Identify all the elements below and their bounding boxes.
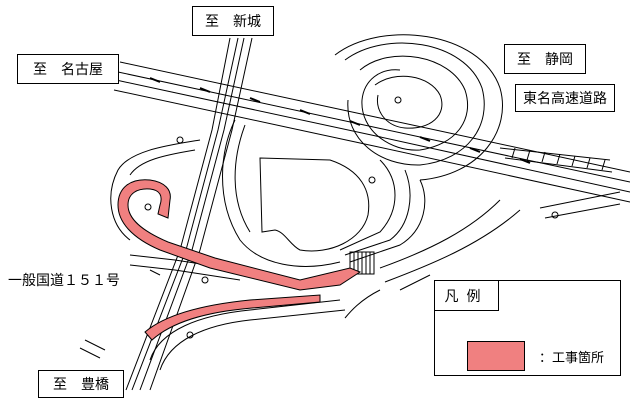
- station-markers: [144, 96, 559, 339]
- southwest-roads: [79, 274, 431, 371]
- label-route-151-text: 一般国道１５１号: [8, 273, 120, 289]
- southeast-ramps: [339, 159, 621, 283]
- tomei-expressway-road: [113, 61, 630, 203]
- legend-construction-label: ：工事箇所: [539, 351, 605, 366]
- construction-west-loop: [117, 179, 362, 291]
- label-route-151: 一般国道１５１号: [8, 270, 120, 290]
- label-to-toyohashi: 至 豊橋: [38, 370, 124, 398]
- west-loop-ramp: [110, 139, 201, 241]
- label-tomei-expressway: 東名高速道路: [515, 84, 615, 112]
- label-to-shizuoka-text: 至 静岡: [517, 52, 573, 68]
- toll-gate: [349, 251, 375, 275]
- northeast-loop-ramp: [334, 34, 503, 181]
- label-to-shinshiro-text: 至 新城: [205, 14, 261, 30]
- legend-box: 凡例 ：工事箇所: [434, 280, 621, 376]
- label-to-shizuoka: 至 静岡: [504, 44, 586, 74]
- label-to-toyohashi-text: 至 豊橋: [53, 377, 109, 393]
- label-to-nagoya-text: 至 名古屋: [33, 62, 103, 78]
- label-to-shinshiro: 至 新城: [192, 6, 274, 36]
- central-area: [222, 119, 370, 267]
- expressway-shoulder: [499, 147, 613, 173]
- label-to-nagoya: 至 名古屋: [17, 54, 119, 84]
- legend-title: 凡例: [435, 281, 499, 311]
- legend-construction-swatch: [467, 341, 525, 371]
- construction-south-ramp: [144, 294, 321, 341]
- construction-sections: [117, 179, 362, 341]
- label-tomei-expressway-text: 東名高速道路: [523, 91, 607, 107]
